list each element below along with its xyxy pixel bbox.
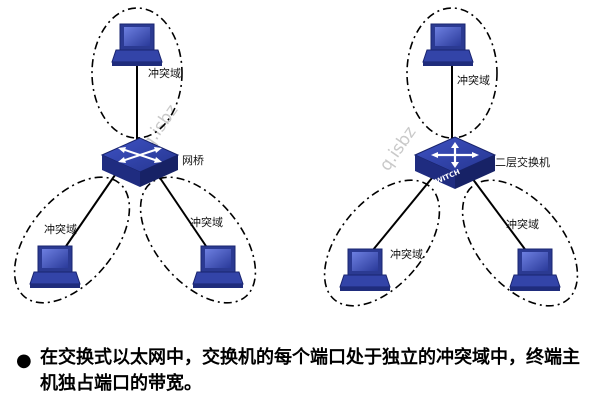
collision-domain-ellipse	[139, 176, 257, 304]
host-computer-icon	[29, 245, 81, 289]
collision-domain-ellipse	[406, 7, 498, 139]
caption-bullet: ● 在交换式以太网中，交换机的每个端口处于独立的冲突域中，终端主机独占端口的带宽…	[16, 345, 586, 397]
host-computer-icon	[339, 248, 391, 292]
bullet-dot: ●	[16, 350, 32, 371]
collision-domain-ellipse	[323, 179, 441, 307]
right-network: SWITCH 冲突域 二层交换机 冲突域 冲突域	[323, 7, 579, 307]
caption-text: 在交换式以太网中，交换机的每个端口处于独立的冲突域中，终端主机独占端口的带宽。	[40, 347, 580, 394]
host-computer-icon	[192, 245, 244, 289]
collision-domain-ellipse	[461, 179, 579, 307]
watermark-right: q.isbz	[376, 123, 421, 175]
collision-domain-label: 冲突域	[390, 247, 423, 261]
left-network: 冲突域 网桥 冲突域 冲突域	[13, 7, 257, 304]
host-computer-icon	[422, 23, 474, 67]
collision-domain-label: 冲突域	[44, 222, 77, 236]
collision-domain-label: 冲突域	[506, 217, 539, 231]
bridge-label: 网桥	[182, 154, 204, 167]
host-computer-icon	[111, 23, 163, 67]
collision-domain-ellipse	[13, 176, 131, 304]
collision-domain-ellipse	[91, 7, 183, 139]
collision-domain-label: 冲突域	[190, 215, 223, 229]
collision-domain-label: 冲突域	[457, 73, 490, 87]
link-line	[471, 177, 531, 257]
link-line	[61, 174, 116, 253]
switch-label: 二层交换机	[495, 155, 550, 169]
link-line	[157, 174, 211, 253]
collision-domain-label: 冲突域	[148, 66, 181, 80]
host-computer-icon	[509, 248, 561, 292]
link-line	[367, 177, 433, 257]
